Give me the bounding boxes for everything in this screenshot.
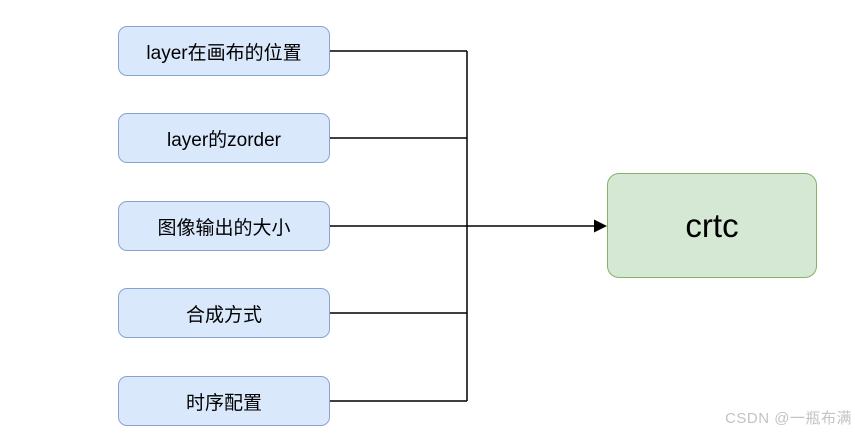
node-layer-zorder[interactable]: layer的zorder (118, 113, 330, 163)
node-crtc[interactable]: crtc (607, 173, 817, 278)
arrowhead-icon (594, 219, 607, 233)
watermark: CSDN @一瓶布满 (725, 410, 852, 427)
node-output-size[interactable]: 图像输出的大小 (118, 201, 330, 251)
node-timing-config[interactable]: 时序配置 (118, 376, 330, 426)
node-layer-position[interactable]: layer在画布的位置 (118, 26, 330, 76)
node-composition-mode[interactable]: 合成方式 (118, 288, 330, 338)
